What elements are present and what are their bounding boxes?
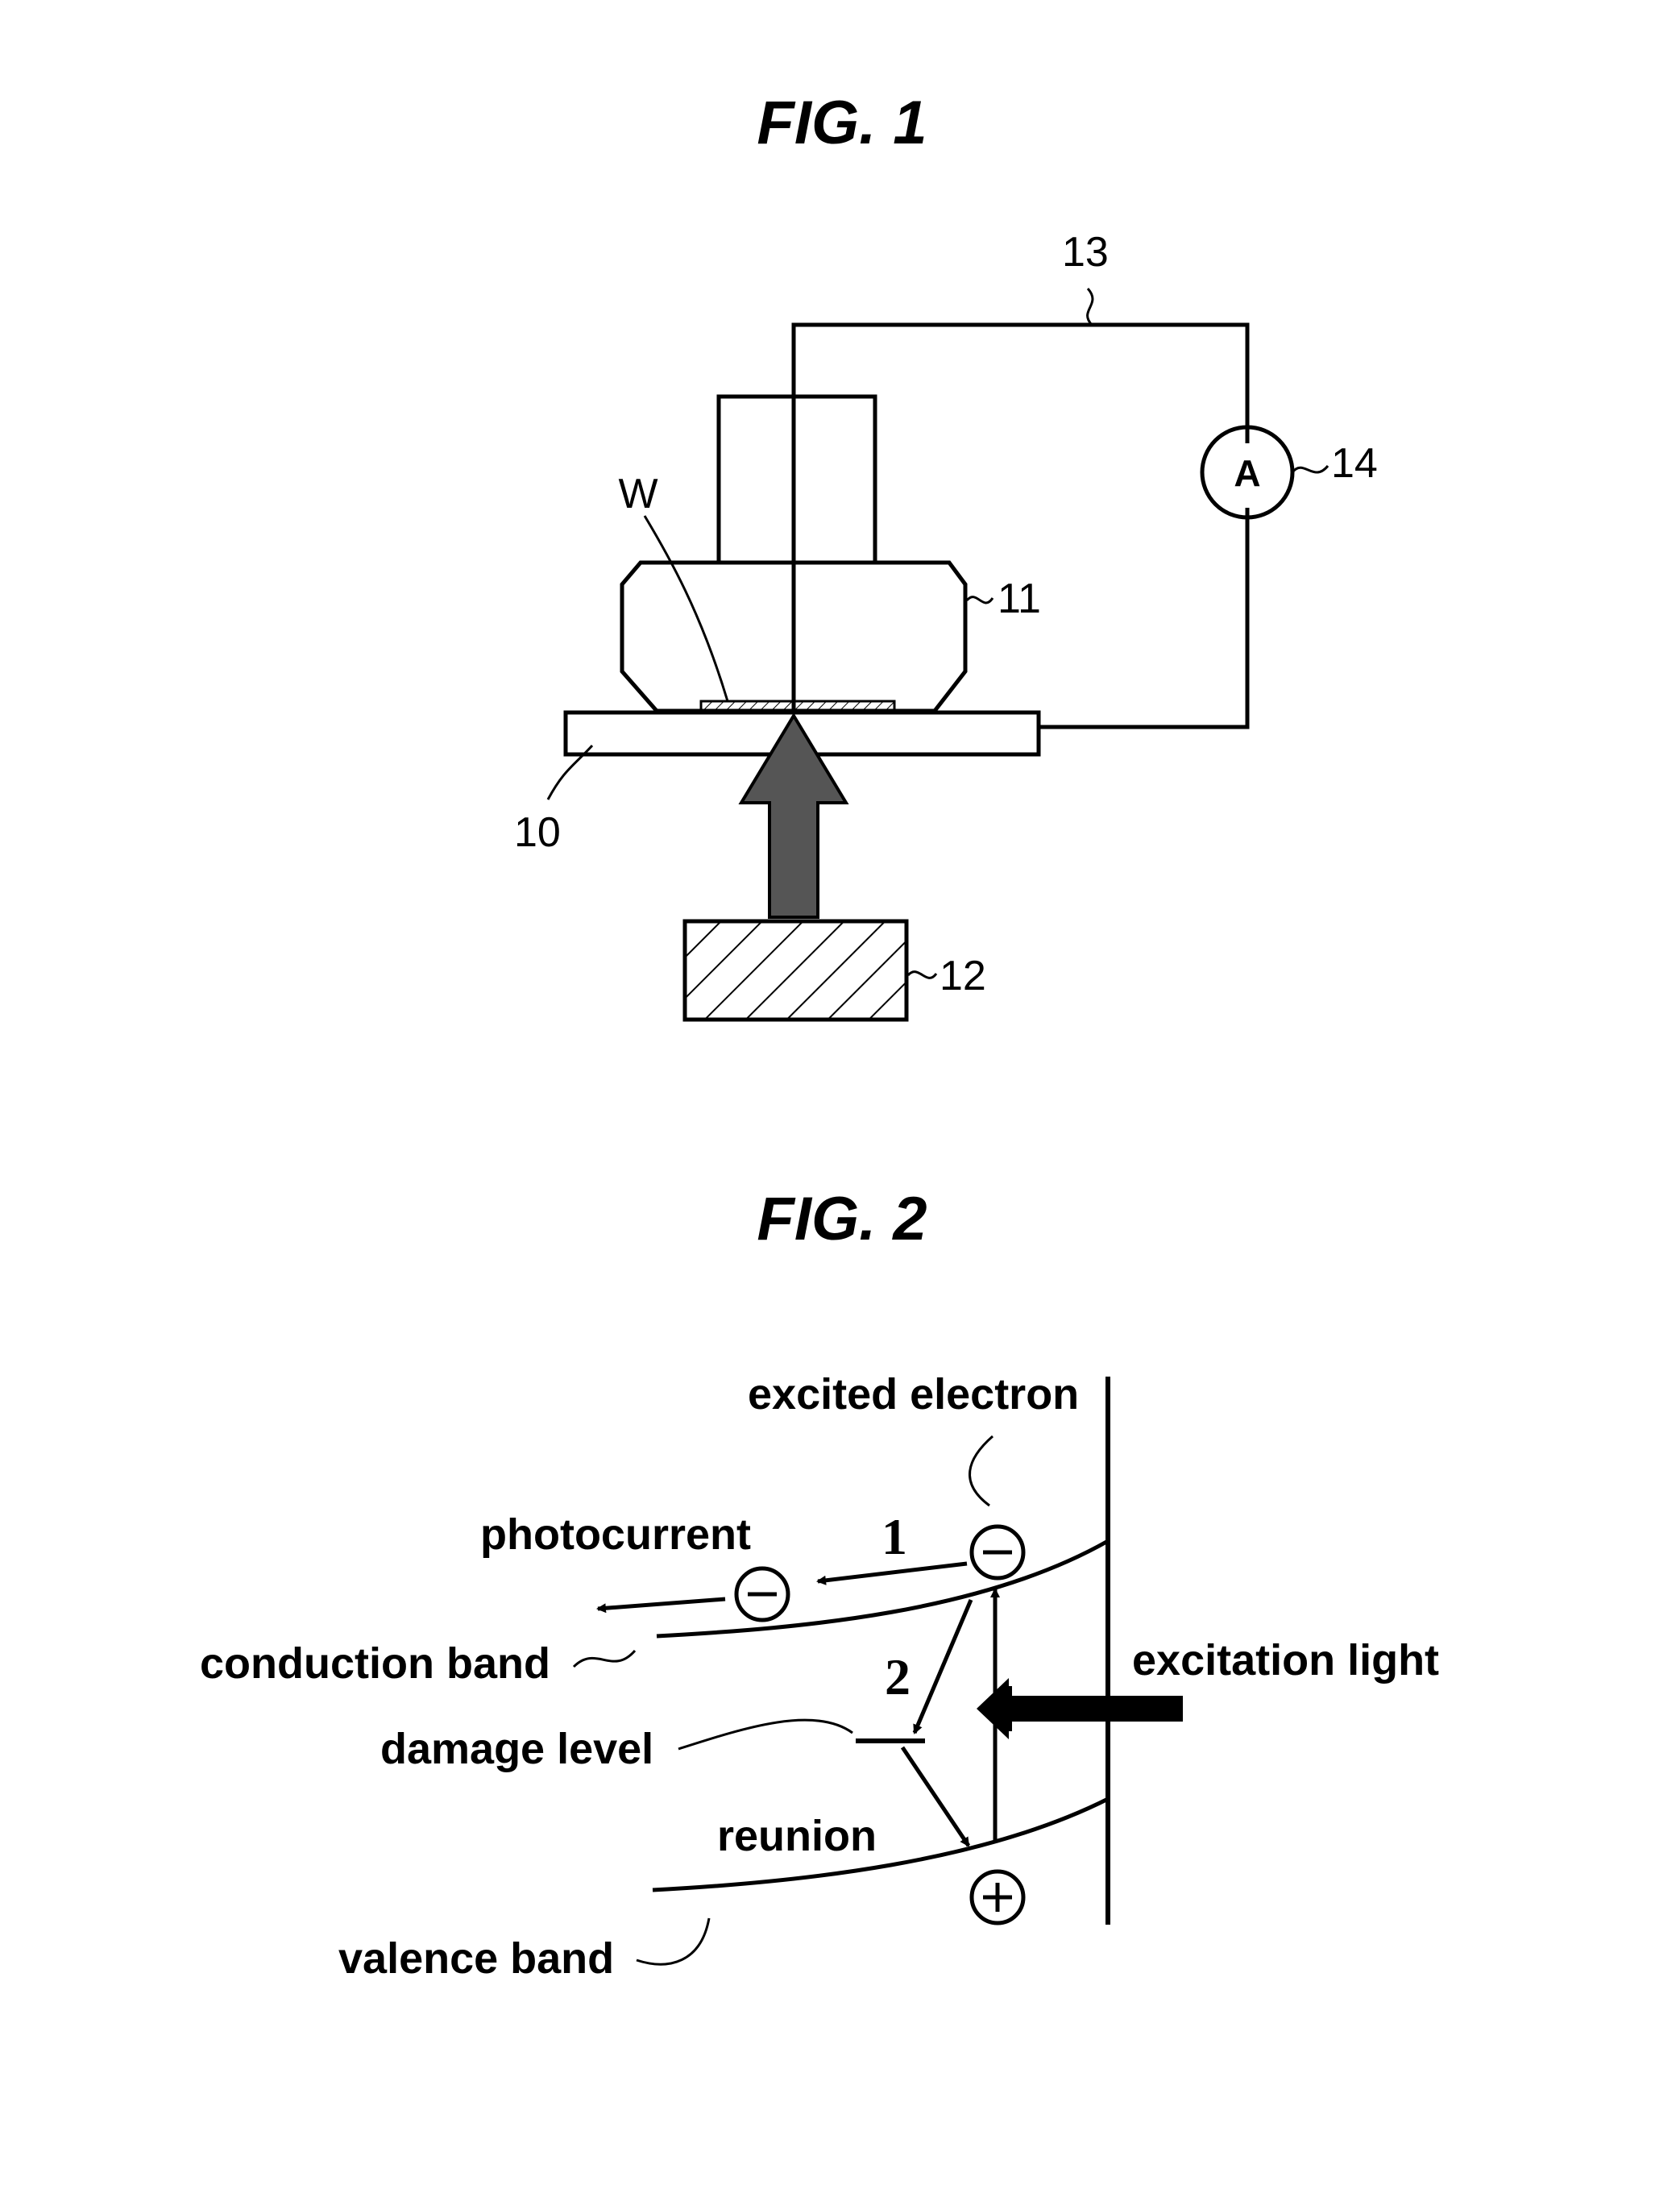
objective-lens: 11 [622,397,1041,711]
hole-symbol [972,1871,1023,1923]
wafer-leader-line [645,516,728,701]
light-source-block [685,921,906,1020]
label-damage-level: damage level [380,1725,653,1773]
light-source-leader-line [908,972,936,978]
path-number-2: 2 [885,1648,911,1705]
excited-electron-leader-line [969,1436,993,1506]
measurement-wire: 13 [794,229,1247,727]
figure-2: FIG. 2 excited electron 1 photocurrent c… [200,1185,1439,1983]
excited-electron-symbol [972,1527,1023,1578]
conduction-band-leader-line [574,1651,635,1667]
label-excitation-light: excitation light [1132,1636,1439,1684]
light-source: 12 [685,921,986,1020]
excitation-light-arrowhead [977,1678,1009,1739]
ref-10: 10 [514,809,561,856]
photocurrent-arrow [598,1599,725,1609]
path-number-1: 1 [881,1508,907,1565]
wire-leader-line [1088,289,1093,325]
label-photocurrent: photocurrent [480,1510,751,1559]
ref-14: 14 [1331,440,1378,487]
excitation-light-arrow-shaft [1006,1696,1183,1722]
wafer: W [618,471,894,712]
ammeter-symbol: A [1234,452,1260,494]
ref-13: 13 [1062,229,1109,276]
excitation-light-arrow [741,716,846,917]
damage-level-leader-line [678,1720,852,1749]
fig2-title: FIG. 2 [757,1185,927,1253]
fig1-title: FIG. 1 [757,89,927,157]
label-excited-electron: excited electron [748,1370,1079,1419]
path-1-arrow [818,1564,967,1581]
ref-11: 11 [998,575,1041,622]
label-reunion: reunion [717,1812,877,1860]
path-2-arrow [915,1600,971,1733]
ammeter: A 14 [1202,427,1378,517]
ref-W: W [618,471,657,517]
ammeter-leader-line [1292,466,1328,472]
label-conduction-band: conduction band [200,1639,550,1688]
drifting-electron-symbol [736,1568,788,1620]
ref-12: 12 [940,953,986,999]
valence-band-leader-line [637,1918,709,1964]
figure-1: FIG. 1 13 A 14 11 W [514,89,1378,1020]
lens-leader-line [967,597,993,603]
lens-barrel [719,397,875,563]
label-valence-band: valence band [338,1934,614,1983]
recombination-arrow [902,1747,969,1846]
